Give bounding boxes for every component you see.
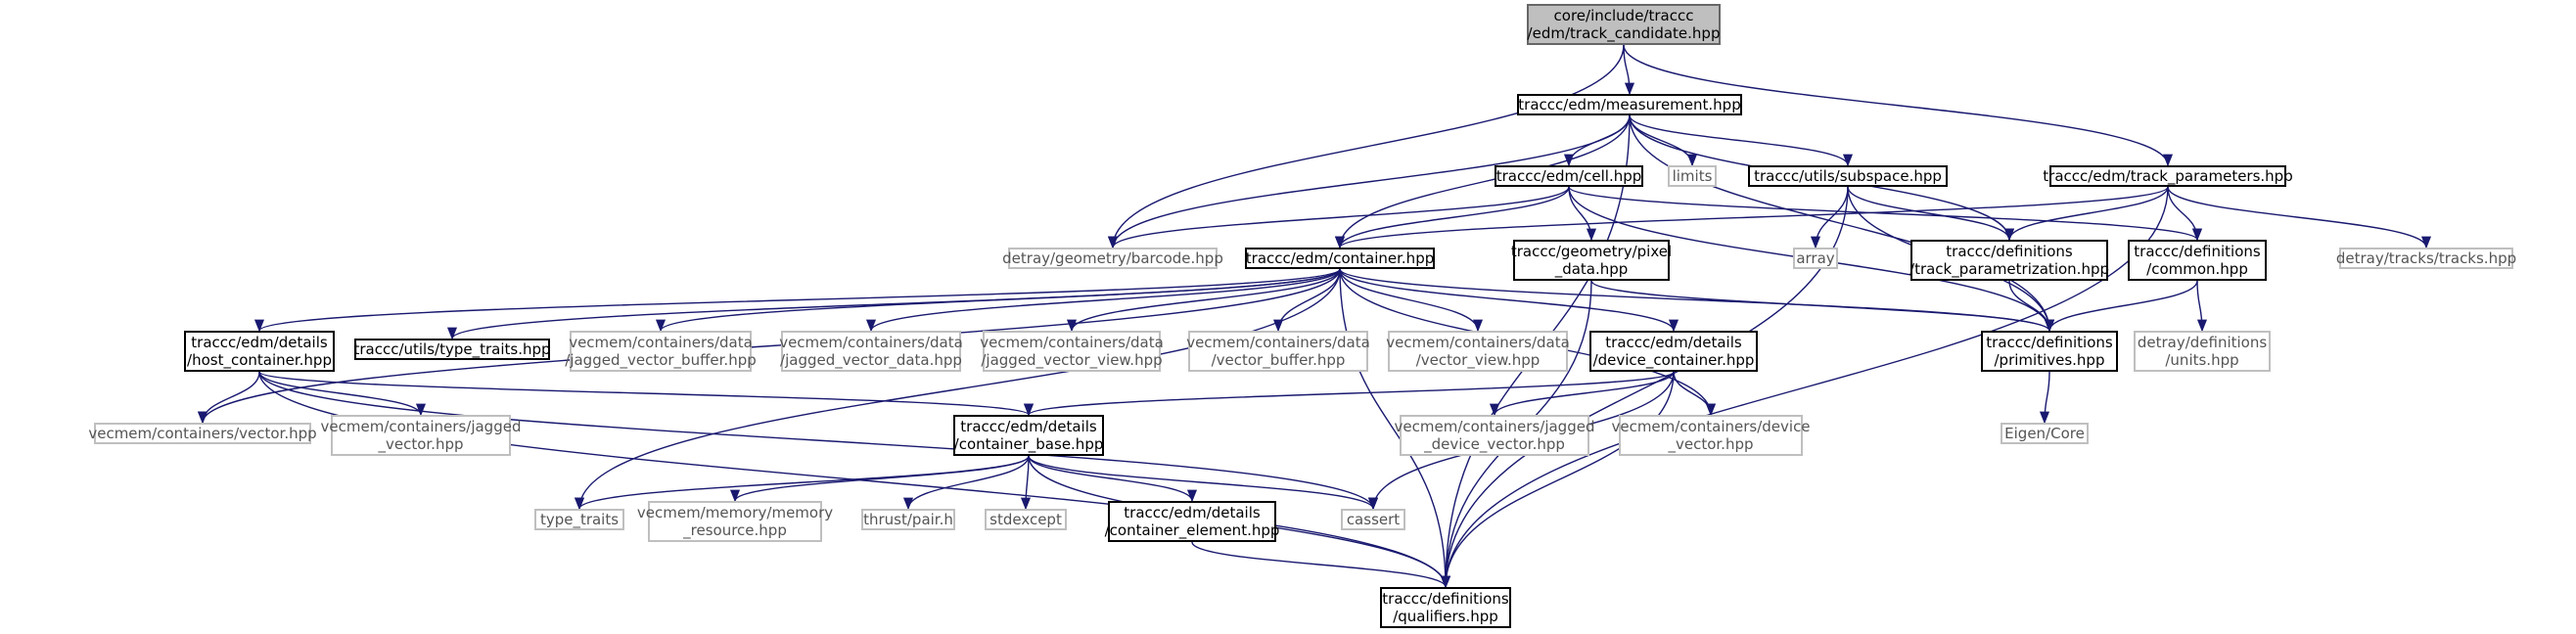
node-track-parametrization-hpp[interactable]: traccc/definitions /track_parametrizatio… — [1909, 240, 2109, 281]
node-array: array — [1793, 248, 1838, 269]
edge-cbase-to-celem — [1028, 455, 1197, 503]
edge-container-to-qualifiers — [1339, 268, 1451, 589]
node-barcode-hpp: detray/geometry/barcode.hpp — [1002, 248, 1223, 269]
edge-root-to-barcode — [1108, 44, 1625, 249]
node-device-container-hpp[interactable]: traccc/edm/details /device_container.hpp — [1589, 331, 1758, 372]
edge-track_params-to-container — [1335, 186, 2169, 249]
node-cell-hpp[interactable]: traccc/edm/cell.hpp — [1495, 165, 1643, 187]
node-memory-resource-hpp: vecmem/memory/memory _resource.hpp — [637, 501, 833, 542]
node-limits: limits — [1668, 165, 1717, 187]
edge-celem-to-qualifiers — [1191, 541, 1450, 589]
node-subspace-hpp[interactable]: traccc/utils/subspace.hpp — [1748, 165, 1948, 187]
edge-primitives-to-eigen — [2039, 371, 2050, 425]
node-jagged-vector-data-hpp: vecmem/containers/data /jagged_vector_da… — [779, 331, 963, 372]
edge-meas-to-subspace — [1629, 114, 1853, 167]
edge-meas-to-primitives — [1629, 114, 2054, 333]
edge-device-to-jdv — [1490, 371, 1675, 417]
node-type-traits: type_traits — [534, 509, 624, 530]
node-container-hpp[interactable]: traccc/edm/container.hpp — [1245, 248, 1435, 269]
edge-cbase-to-pair — [903, 455, 1030, 511]
node-stdexcept: stdexcept — [985, 509, 1067, 530]
node-primitives-hpp[interactable]: traccc/definitions /primitives.hpp — [1981, 331, 2118, 372]
node-track-parameters-hpp[interactable]: traccc/edm/track_parameters.hpp — [2043, 165, 2293, 187]
edge-track_params-to-common — [2167, 186, 2203, 242]
edge-container-to-device — [1339, 268, 1679, 333]
node-qualifiers-hpp[interactable]: traccc/definitions /qualifiers.hpp — [1380, 587, 1511, 628]
node-jagged-vector-buffer-hpp: vecmem/containers/data /jagged_vector_bu… — [565, 331, 757, 372]
edge-container-to-jvv — [1067, 268, 1341, 333]
edge-cell-to-pixel — [1568, 186, 1597, 242]
node-jagged-device-vector-hpp: vecmem/containers/jagged _device_vector.… — [1395, 415, 1594, 456]
edge-container-to-vv — [1339, 268, 1483, 333]
edge-track_param-to-primitives — [2008, 280, 2055, 333]
node-jagged-vector-hpp: vecmem/containers/jagged _vector.hpp — [321, 415, 521, 456]
node-vector-buffer-hpp: vecmem/containers/data /vector_buffer.hp… — [1186, 331, 1370, 372]
edge-cbase-to-cassert — [1028, 455, 1378, 511]
edge-cell-to-container — [1335, 186, 1570, 249]
node-cassert: cassert — [1341, 509, 1405, 530]
node-track-candidate-hpp: core/include/traccc /edm/track_candidate… — [1527, 4, 1721, 45]
edge-meas-to-barcode — [1108, 114, 1631, 249]
edge-track_params-to-track_param — [2004, 186, 2169, 242]
edge-cbase-to-stdexcept — [1020, 455, 1032, 511]
node-container-element-hpp[interactable]: traccc/edm/details /container_element.hp… — [1105, 501, 1279, 542]
node-vector-view-hpp: vecmem/containers/data /vector_view.hpp — [1386, 331, 1570, 372]
edge-container-to-jvd — [866, 268, 1341, 333]
edge-common-to-units — [2196, 280, 2208, 333]
edge-root-to-track_params — [1623, 44, 2173, 167]
edge-cell-to-barcode — [1108, 186, 1570, 249]
edge-subspace-to-array — [1810, 186, 1849, 249]
edge-device-to-dv — [1673, 371, 1717, 417]
edge-container-to-type_traits — [575, 268, 1341, 511]
edge-host-to-cbase — [258, 371, 1034, 417]
edge-host-to-jagged — [258, 371, 426, 417]
node-units-hpp: detray/definitions /units.hpp — [2134, 331, 2271, 372]
edge-track_params-to-qualifiers — [1441, 186, 2169, 589]
edge-device-to-cbase — [1024, 371, 1675, 417]
edge-cbase-to-memres — [730, 455, 1030, 503]
node-host-container-hpp[interactable]: traccc/edm/details /host_container.hpp — [184, 331, 335, 372]
edge-track_params-to-tracks — [2167, 186, 2431, 249]
edge-meas-to-container — [1335, 114, 1631, 249]
edge-host-to-vector — [197, 371, 260, 425]
edge-subspace-to-track_param — [1847, 186, 2014, 242]
edge-host-to-cassert — [258, 371, 1378, 511]
edge-cell-to-common — [1568, 186, 2202, 242]
edge-common-to-primitives — [2045, 280, 2198, 333]
edge-container-to-host — [254, 268, 1341, 333]
node-common-hpp[interactable]: traccc/definitions /common.hpp — [2128, 240, 2267, 281]
node-device-vector-hpp: vecmem/containers/device _vector.hpp — [1611, 415, 1811, 456]
edge-container-to-type_traits_hpp — [447, 268, 1341, 340]
node-utils-type-traits-hpp[interactable]: traccc/utils/type_traits.hpp — [353, 339, 551, 360]
node-pixel-data-hpp[interactable]: traccc/geometry/pixel _data.hpp — [1511, 240, 1672, 281]
edge-container-to-vector — [198, 268, 1341, 425]
edge-pixel-to-primitives — [1590, 280, 2054, 333]
node-vecmem-vector-hpp: vecmem/containers/vector.hpp — [88, 423, 317, 444]
node-container-base-hpp[interactable]: traccc/edm/details /container_base.hpp — [953, 415, 1104, 456]
node-eigen-core: Eigen/Core — [2001, 423, 2089, 444]
node-jagged-vector-view-hpp: vecmem/containers/data /jagged_vector_vi… — [980, 331, 1164, 372]
node-thrust-pair-h: thrust/pair.h — [861, 509, 955, 530]
edge-device-to-qualifiers — [1440, 371, 1675, 589]
edge-container-to-jvb — [656, 268, 1341, 333]
node-measurement-hpp[interactable]: traccc/edm/measurement.hpp — [1517, 94, 1742, 115]
node-tracks-hpp: detray/tracks/tracks.hpp — [2335, 248, 2517, 269]
